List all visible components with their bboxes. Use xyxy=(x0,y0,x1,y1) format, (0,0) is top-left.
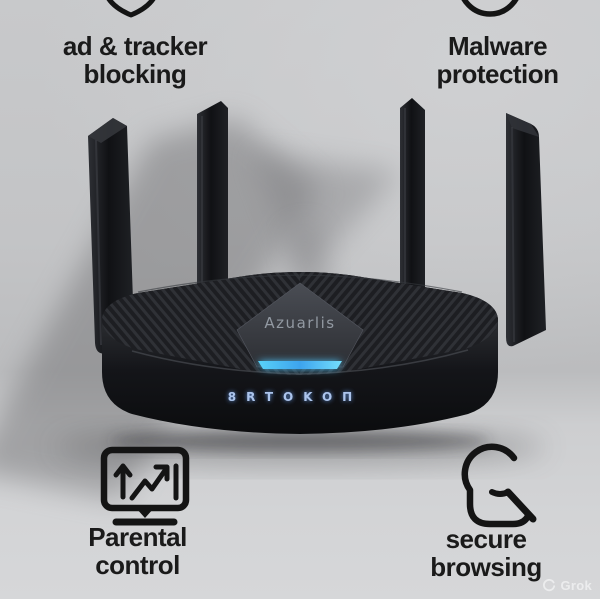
feature-label-line1: Parental xyxy=(88,522,187,552)
activity-monitor-icon xyxy=(100,446,190,526)
feature-parental-control: Parental control xyxy=(30,523,245,579)
feature-label-line1: Malware xyxy=(447,31,548,61)
feature-label-line2: browsing xyxy=(430,552,542,583)
feature-label-line2: control xyxy=(95,550,180,581)
router-brand-label: Azuarlis xyxy=(264,314,335,332)
feature-secure-browsing: secure browsing xyxy=(375,525,597,581)
feature-label-line1: secure xyxy=(445,524,527,554)
feature-label-line2: blocking xyxy=(83,59,187,90)
feature-malware-protection: Malware protection xyxy=(385,32,600,88)
grok-logo-icon xyxy=(543,578,556,591)
antennas xyxy=(88,98,546,354)
watermark-label: Grok xyxy=(560,578,592,593)
feature-label-line1: ad & tracker xyxy=(62,31,208,61)
floor-shadow xyxy=(55,429,545,465)
antenna-2 xyxy=(197,101,228,300)
shield-icon xyxy=(106,0,156,18)
antenna-4 xyxy=(506,113,546,347)
front-led-text: 8RTOKOП xyxy=(228,390,362,404)
magnifier-browser-icon xyxy=(461,443,537,528)
circle-badge-icon xyxy=(461,0,519,17)
feature-ad-tracker-blocking: ad & tracker blocking xyxy=(25,32,245,88)
watermark: Grok xyxy=(542,578,592,593)
antenna-3 xyxy=(400,98,425,300)
led-strip xyxy=(258,361,342,369)
feature-label-line2: protection xyxy=(436,59,559,90)
